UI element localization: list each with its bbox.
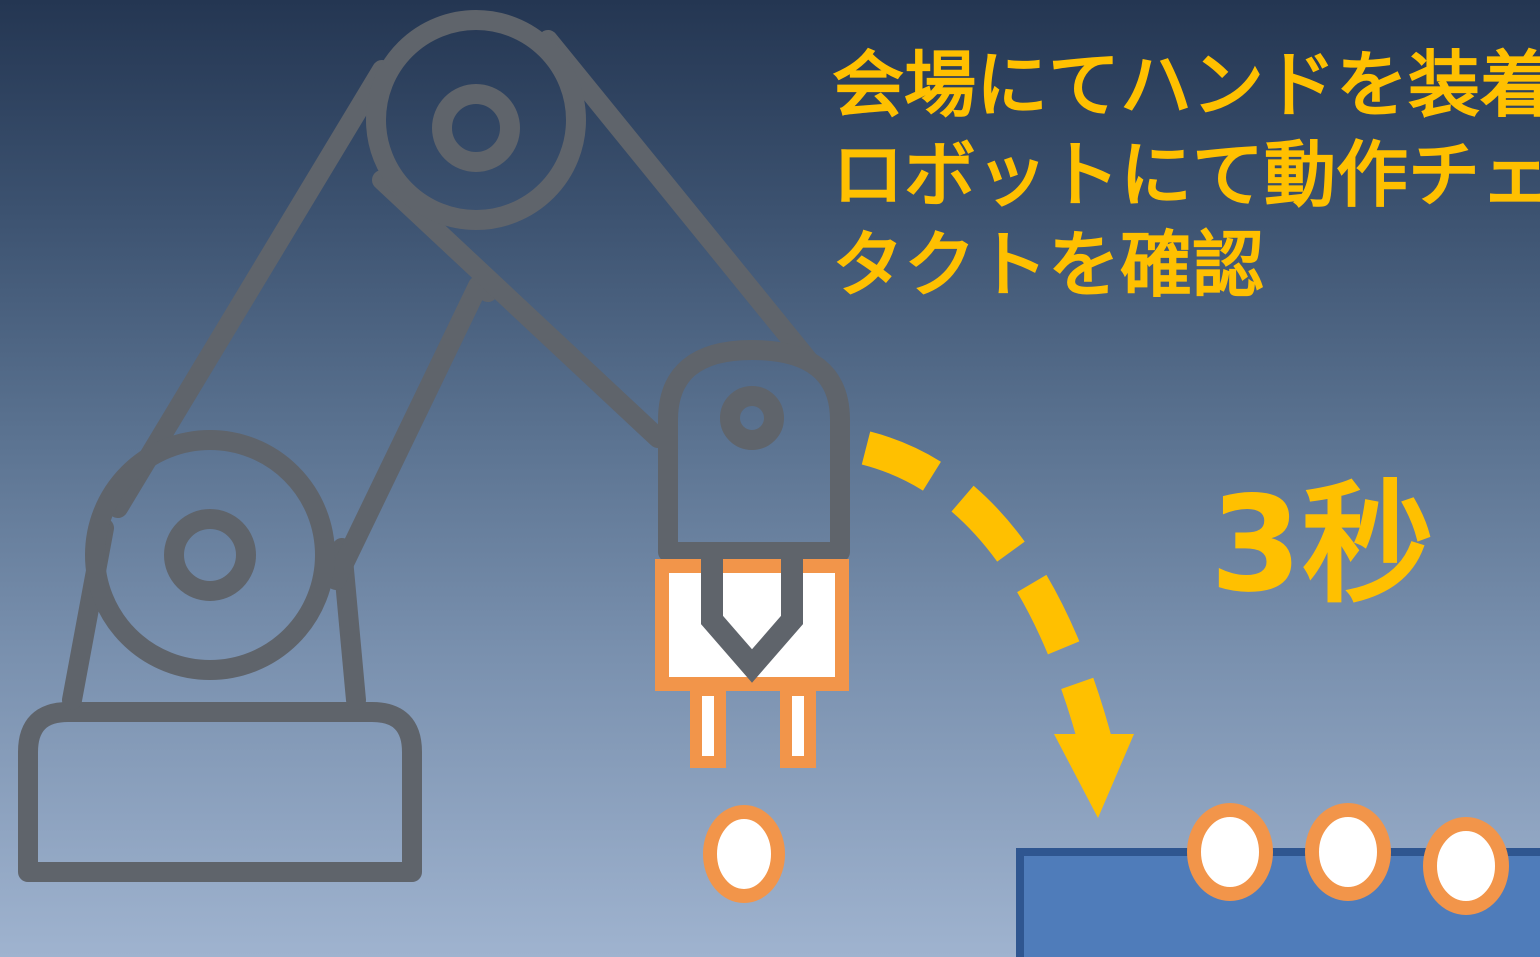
robot-shoulder-housing	[85, 430, 335, 680]
robot-shoulder-joint	[164, 509, 256, 601]
robot-elbow-housing	[366, 10, 586, 230]
gripper-v-notch	[701, 556, 803, 683]
robot-arm-icon	[18, 10, 850, 882]
arrow-dashed-path	[861, 431, 1115, 757]
arrow-head	[1054, 734, 1134, 818]
caption-line: タクトを確認	[832, 223, 1265, 307]
caption-text: 会場にてハンドを装着 ロボットにて動作チェ タクトを確認	[832, 40, 1540, 310]
robot-wrist-joint	[720, 386, 784, 450]
workpiece-icon	[703, 805, 785, 903]
conveyor-item	[1423, 817, 1509, 915]
conveyor-item	[1305, 803, 1391, 901]
gripper-finger-right	[780, 684, 816, 768]
caption-line: 会場にてハンドを装着	[832, 43, 1540, 127]
dashed-arrow-icon	[861, 431, 1134, 818]
conveyor-icon	[1016, 803, 1540, 957]
robot-upper-link	[372, 30, 818, 448]
cycle-time-label: 3秒	[1210, 468, 1434, 622]
conveyor-item	[1187, 803, 1273, 901]
robot-elbow-joint	[432, 84, 520, 172]
robot-lower-link	[108, 60, 498, 590]
gripper-finger-left	[690, 684, 726, 768]
caption-line: ロボットにて動作チェ	[832, 133, 1540, 217]
robot-base	[18, 702, 422, 882]
gripper-icon	[655, 556, 849, 768]
robot-wrist	[658, 340, 850, 562]
